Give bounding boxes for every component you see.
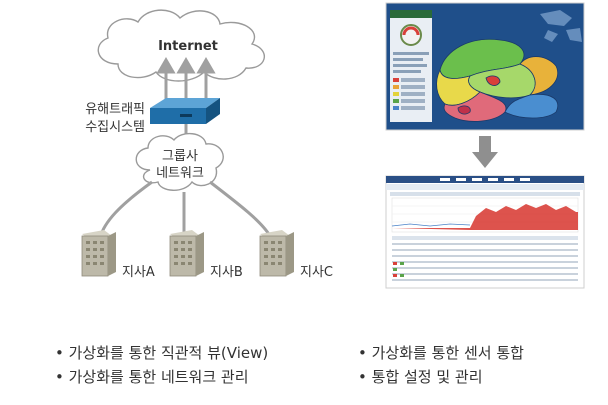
- internet-cloud: Internet: [97, 9, 265, 82]
- map-view-screenshot: [385, 2, 585, 131]
- feature-item: • 가상화를 통한 직관적 뷰(View): [55, 344, 269, 362]
- branch-building-b: [169, 230, 204, 277]
- branch-label-b: 지사B: [210, 265, 243, 280]
- group-network-line2: 네트워크: [156, 166, 204, 181]
- internet-label: Internet: [158, 39, 218, 54]
- branch-label-c: 지사C: [300, 265, 333, 280]
- transition-arrow-icon: [472, 136, 498, 168]
- feature-item: • 가상화를 통한 네트워크 관리: [55, 368, 249, 386]
- branch-building-a: [81, 230, 116, 277]
- feature-list-right: • 가상화를 통한 센서 통합 • 통합 설정 및 관리: [358, 341, 524, 389]
- group-network-cloud: 그룹사 네트워크: [135, 133, 224, 191]
- feature-item: • 가상화를 통한 센서 통합: [358, 344, 524, 362]
- branch-links: [98, 180, 272, 239]
- branch-building-c: [259, 230, 294, 277]
- feature-list-left: • 가상화를 통한 직관적 뷰(View) • 가상화를 통한 네트워크 관리: [55, 341, 268, 389]
- device-label-line1: 유해트래픽: [85, 102, 145, 117]
- dashboard-screenshot: [385, 175, 585, 289]
- feature-item: • 통합 설정 및 관리: [358, 368, 483, 386]
- collection-device: [150, 98, 220, 124]
- device-label-line2: 수집시스템: [85, 120, 145, 135]
- upload-arrows: [156, 57, 216, 104]
- branch-label-a: 지사A: [122, 265, 155, 280]
- group-network-line1: 그룹사: [162, 149, 198, 164]
